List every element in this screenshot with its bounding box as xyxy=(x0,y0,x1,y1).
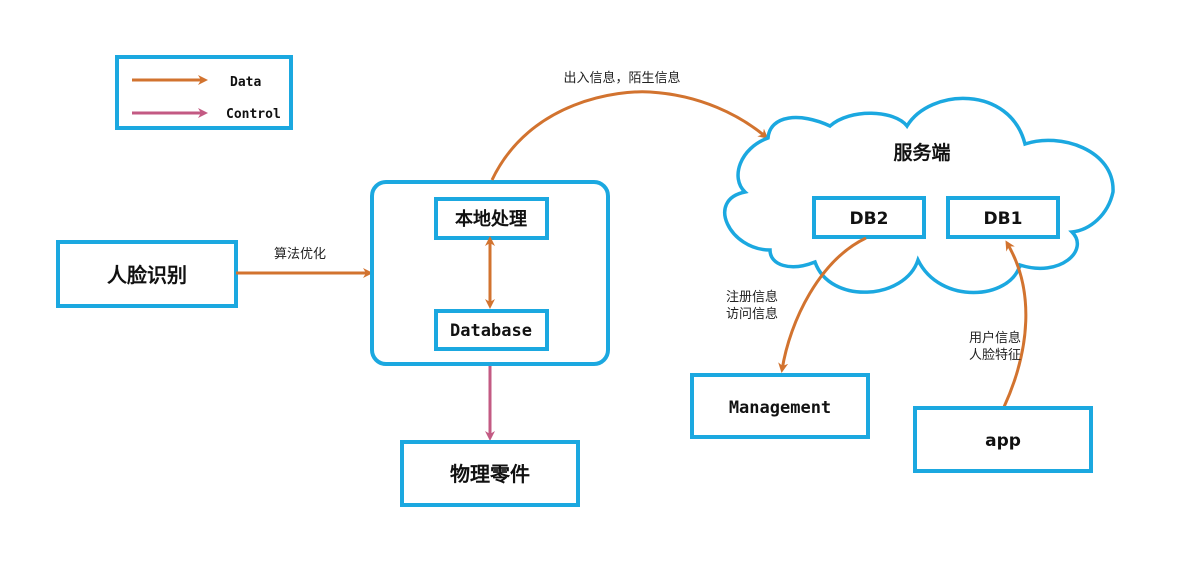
face-recognition-node[interactable]: 人脸识别 xyxy=(56,240,238,308)
register-info-label-1: 注册信息 xyxy=(726,289,778,305)
register-info-label-2: 访问信息 xyxy=(726,306,778,322)
local-processing-node[interactable]: 本地处理 xyxy=(434,197,549,240)
user-info-label-2: 人脸特征 xyxy=(969,348,1021,363)
legend-data-label: Data xyxy=(230,75,261,90)
local-processing-label: 本地处理 xyxy=(455,208,527,230)
algo-optimization-label: 算法优化 xyxy=(274,247,326,262)
db1-label: DB1 xyxy=(984,209,1023,229)
db1-node[interactable]: DB1 xyxy=(946,196,1060,239)
user-info-label-1: 用户信息 xyxy=(969,330,1021,346)
management-label: Management xyxy=(729,398,831,418)
access-info-arrow xyxy=(490,90,769,181)
database-label: Database xyxy=(450,321,532,341)
access-info-label: 出入信息，陌生信息 xyxy=(563,70,680,86)
app-node[interactable]: app xyxy=(913,406,1093,473)
physical-parts-label: 物理零件 xyxy=(450,462,530,486)
face-recognition-label: 人脸识别 xyxy=(107,263,187,287)
legend-control-label: Control xyxy=(226,107,281,122)
legend: Data Control xyxy=(115,55,293,130)
server-label: 服务端 xyxy=(893,141,950,164)
db2-label: DB2 xyxy=(850,209,889,229)
physical-parts-node[interactable]: 物理零件 xyxy=(400,440,580,507)
database-node[interactable]: Database xyxy=(434,309,549,351)
user-info-arrow xyxy=(1002,240,1028,408)
app-label: app xyxy=(985,431,1021,451)
register-info-arrow xyxy=(778,236,867,373)
management-node[interactable]: Management xyxy=(690,373,870,439)
db2-node[interactable]: DB2 xyxy=(812,196,926,239)
server-cloud xyxy=(723,96,1115,295)
